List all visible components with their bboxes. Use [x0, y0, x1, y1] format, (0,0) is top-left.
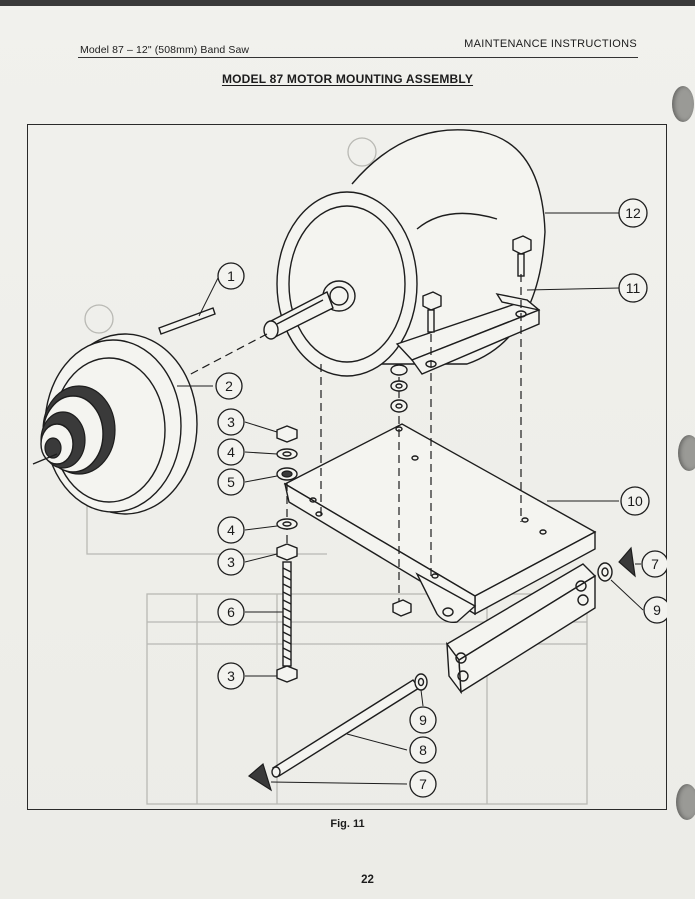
- callout-c4b: 4: [217, 516, 245, 544]
- callout-circle: [215, 372, 243, 400]
- callout-leaders: [177, 212, 644, 785]
- callout-number: 6: [227, 604, 235, 620]
- rod-threads: [282, 567, 292, 661]
- callout-number: 3: [227, 414, 235, 430]
- callout-number: 4: [227, 444, 235, 460]
- callout-c5: 5: [217, 468, 245, 496]
- pivot-link: [445, 563, 597, 695]
- callout-c3b: 3: [217, 548, 245, 576]
- callout-circle: [409, 736, 437, 764]
- right-pivot-hardware: [597, 546, 636, 582]
- shaft-key: [158, 307, 216, 335]
- header-model: Model 87 – 12" (508mm) Band Saw: [80, 44, 250, 56]
- callout-circle: [217, 468, 245, 496]
- callout-circle: [620, 486, 650, 516]
- callout-number: 9: [653, 602, 661, 618]
- callout-c12: 12: [618, 198, 648, 228]
- motor-mounting-diagram: .ln { stroke: #1d1d1d; stroke-width: 1.4…: [32, 129, 667, 805]
- callout-circle: [409, 706, 437, 734]
- callout-c6: 6: [217, 598, 245, 626]
- callout-c1: 1: [217, 262, 245, 290]
- binder-hole-top: [672, 86, 694, 122]
- callout-c10: 10: [620, 486, 650, 516]
- callout-number: 12: [625, 205, 641, 221]
- callout-circle: [217, 438, 245, 466]
- callout-number: 8: [419, 742, 427, 758]
- callout-circle: [618, 198, 648, 228]
- callout-c9a: 9: [409, 706, 437, 734]
- callout-number: 10: [627, 493, 643, 509]
- callout-c7b: 7: [641, 550, 667, 578]
- motor-foot-hardware: [390, 364, 408, 413]
- callout-number: 1: [227, 268, 235, 284]
- callout-circle: [217, 408, 245, 436]
- callout-c8: 8: [409, 736, 437, 764]
- callout-c7a: 7: [409, 770, 437, 798]
- page-number: 22: [361, 874, 374, 886]
- bracket-plate: [283, 423, 597, 624]
- motor: [263, 129, 546, 377]
- callout-circle: [409, 770, 437, 798]
- callout-number: 9: [419, 712, 427, 728]
- callout-number: 7: [651, 556, 659, 572]
- motor-pulley: [32, 333, 198, 515]
- header-section: MAINTENANCE INSTRUCTIONS: [464, 38, 637, 50]
- header-rule: [78, 57, 638, 58]
- callout-c3a: 3: [217, 408, 245, 436]
- scan-edge: [0, 0, 695, 6]
- callout-number: 4: [227, 522, 235, 538]
- page-title-text: MODEL 87 MOTOR MOUNTING ASSEMBLY: [221, 72, 474, 86]
- callout-circle: [643, 596, 667, 624]
- callout-c3c: 3: [217, 662, 245, 690]
- callout-c4a: 4: [217, 438, 245, 466]
- left-hardware-stack: [276, 425, 298, 683]
- callout-number: 2: [225, 378, 233, 394]
- binder-hole-bottom: [676, 784, 695, 820]
- page-title: MODEL 87 MOTOR MOUNTING ASSEMBLY: [0, 72, 695, 86]
- callout-circle: [217, 598, 245, 626]
- callout-c2: 2: [215, 372, 243, 400]
- callout-number: 5: [227, 474, 235, 490]
- callout-circle: [217, 662, 245, 690]
- callout-number: 3: [227, 554, 235, 570]
- callout-circle: [217, 516, 245, 544]
- callout-number: 7: [419, 776, 427, 792]
- motor-mounting-base: [395, 235, 541, 375]
- callout-circle: [618, 273, 648, 303]
- figure-caption: Fig. 11: [330, 818, 365, 830]
- callout-c9b: 9: [643, 596, 667, 624]
- figure-frame: [27, 124, 667, 810]
- callout-circle: [641, 550, 667, 578]
- callout-number: 11: [626, 280, 641, 296]
- callout-circle: [217, 548, 245, 576]
- callout-number: 3: [227, 668, 235, 684]
- binder-hole-middle: [678, 435, 695, 471]
- pivot-shaft: [247, 673, 428, 792]
- callout-circle: [217, 262, 245, 290]
- callout-c11: 11: [618, 273, 648, 303]
